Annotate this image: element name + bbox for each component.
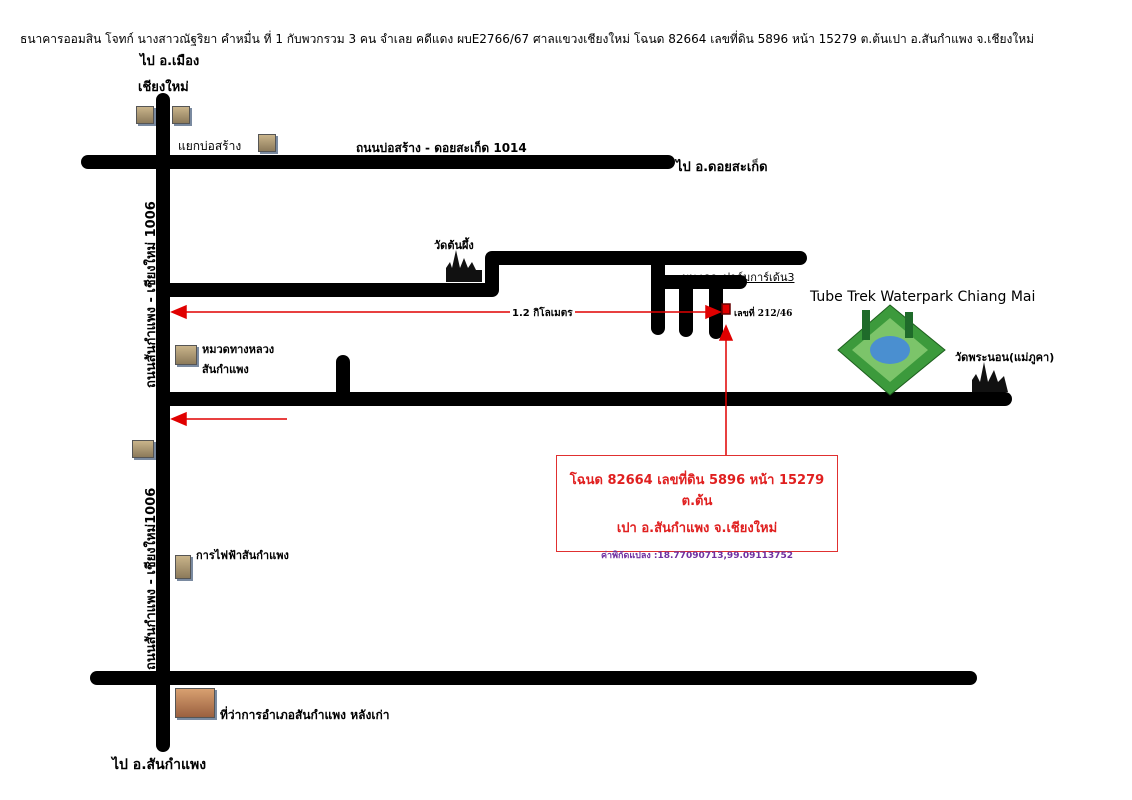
label-plot-number: เลขที่ 212/46 — [734, 309, 793, 319]
label-to-doisaket: ไป อ.ดอยสะเก็ด — [676, 160, 768, 175]
arrow-left-icon — [170, 304, 187, 320]
label-chiangmai: เชียงใหม่ — [138, 80, 189, 95]
label-wat-tonphueng: วัดต้นผึ้ง — [434, 239, 474, 252]
arrow-left-icon — [170, 411, 187, 427]
infobox-line2: เปา อ.สันกำแพง จ.เชียงใหม่ — [616, 521, 778, 536]
building-icon — [175, 345, 197, 365]
district-office-icon — [175, 688, 215, 718]
label-to-sankamphaeng: ไป อ.สันกำแพง — [112, 757, 207, 773]
label-wat-phranon: วัดพระนอน(แม่ภูคา) — [955, 351, 1055, 364]
label-village: มบ.เดอะปาล์มการ์เด้น3 — [682, 271, 795, 284]
label-road-1014: ถนนบ่อสร้าง - ดอยสะเก็ด 1014 — [356, 141, 527, 155]
arrow-up-icon — [718, 324, 734, 341]
plot-info-box: โฉนด 82664 เลขที่ดิน 5896 หน้า 15279 ต.ต… — [556, 455, 838, 561]
label-highway-office-2: สันกำแพง — [202, 363, 249, 376]
label-road-1006-bottom: ถนนสันกำแพง - เชียงใหม่1006 — [144, 487, 159, 670]
header-title: ธนาคารออมสิน โจทก์ นางสาวณัฐริยา คำหมื่น… — [20, 32, 1035, 46]
label-electricity: การไฟฟ้าสันกำแพง — [196, 549, 289, 562]
infobox-coords: ค่าพิกัดแปลง :18.77090713,99.09113752 — [601, 551, 793, 561]
building-icon — [172, 106, 190, 124]
label-district-office: ที่ว่าการอำเภอสันกำแพง หลังเก่า — [220, 708, 390, 722]
infobox-line1: โฉนด 82664 เลขที่ดิน 5896 หน้า 15279 ต.ต… — [569, 473, 825, 509]
label-distance: 1.2 กิโลเมตร — [510, 306, 575, 321]
plot-marker — [721, 303, 731, 315]
label-highway-office-1: หมวดทางหลวง — [202, 343, 275, 356]
building-icon — [258, 134, 276, 152]
building-icon — [175, 555, 191, 579]
waterpark-icon — [837, 304, 946, 396]
label-to-mueang: ไป อ.เมือง — [140, 54, 200, 69]
label-road-1006-top: ถนนสันกำแพง - เชียงใหม่ 1006 — [144, 201, 159, 388]
label-yaek-bosang: แยกบ่อสร้าง — [178, 139, 242, 153]
temple-icon — [972, 362, 1008, 392]
building-icon — [132, 440, 154, 458]
arrow-right-icon — [705, 304, 722, 320]
road-soi-wat — [163, 251, 807, 297]
label-waterpark: Tube Trek Waterpark Chiang Mai — [810, 289, 1036, 305]
building-icon — [136, 106, 154, 124]
temple-icon — [446, 250, 482, 282]
